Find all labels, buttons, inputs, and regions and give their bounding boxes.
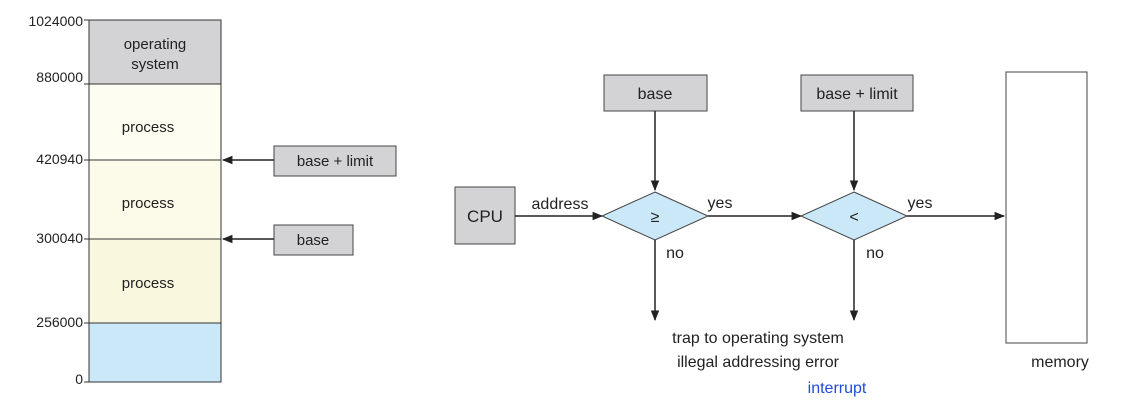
memory-label: memory [1031,354,1089,371]
process-label-3: process [122,275,175,292]
address-label-420940: 420940 [36,151,83,167]
segment-os [88,19,222,85]
ge-symbol: ≥ [651,209,660,226]
base-box-label: base [638,86,673,103]
interrupt-label: interrupt [808,380,867,397]
address-label: address [532,196,589,213]
base-box [603,74,708,112]
no-label-2: no [866,245,884,262]
os-label-line2: system [131,56,179,73]
base-register-box [273,224,354,256]
segment-process-3 [88,238,222,324]
cpu-box [454,186,516,245]
segment-process-2 [88,159,222,240]
base-limit-register-box [273,145,397,177]
yes-label-2: yes [908,195,933,212]
base-limit-box-label: base + limit [816,86,898,103]
memory-map: 1024000 880000 420940 300040 256000 0 op… [28,13,397,387]
segment-process-1 [88,83,222,161]
process-label-1: process [122,119,175,136]
base-register-label: base [297,232,330,249]
base-limit-register-label: base + limit [297,153,374,170]
trap-label-line1: trap to operating system [672,330,844,347]
lt-symbol: < [849,209,858,226]
os-label-line1: operating [124,36,187,53]
memory-box [1005,71,1088,344]
address-check-flow: CPU address base ≥ yes no base + limit <… [454,71,1089,397]
address-label-300040: 300040 [36,230,83,246]
no-label-1: no [666,245,684,262]
address-label-0: 0 [75,371,83,387]
address-label-256000: 256000 [36,314,83,330]
address-label-880000: 880000 [36,69,83,85]
base-limit-box [800,74,914,112]
trap-label-line2: illegal addressing error [677,354,840,371]
cpu-label: CPU [467,207,503,226]
segment-free [88,322,222,383]
process-label-2: process [122,195,175,212]
address-label-1024000: 1024000 [28,13,83,29]
yes-label-1: yes [708,195,733,212]
